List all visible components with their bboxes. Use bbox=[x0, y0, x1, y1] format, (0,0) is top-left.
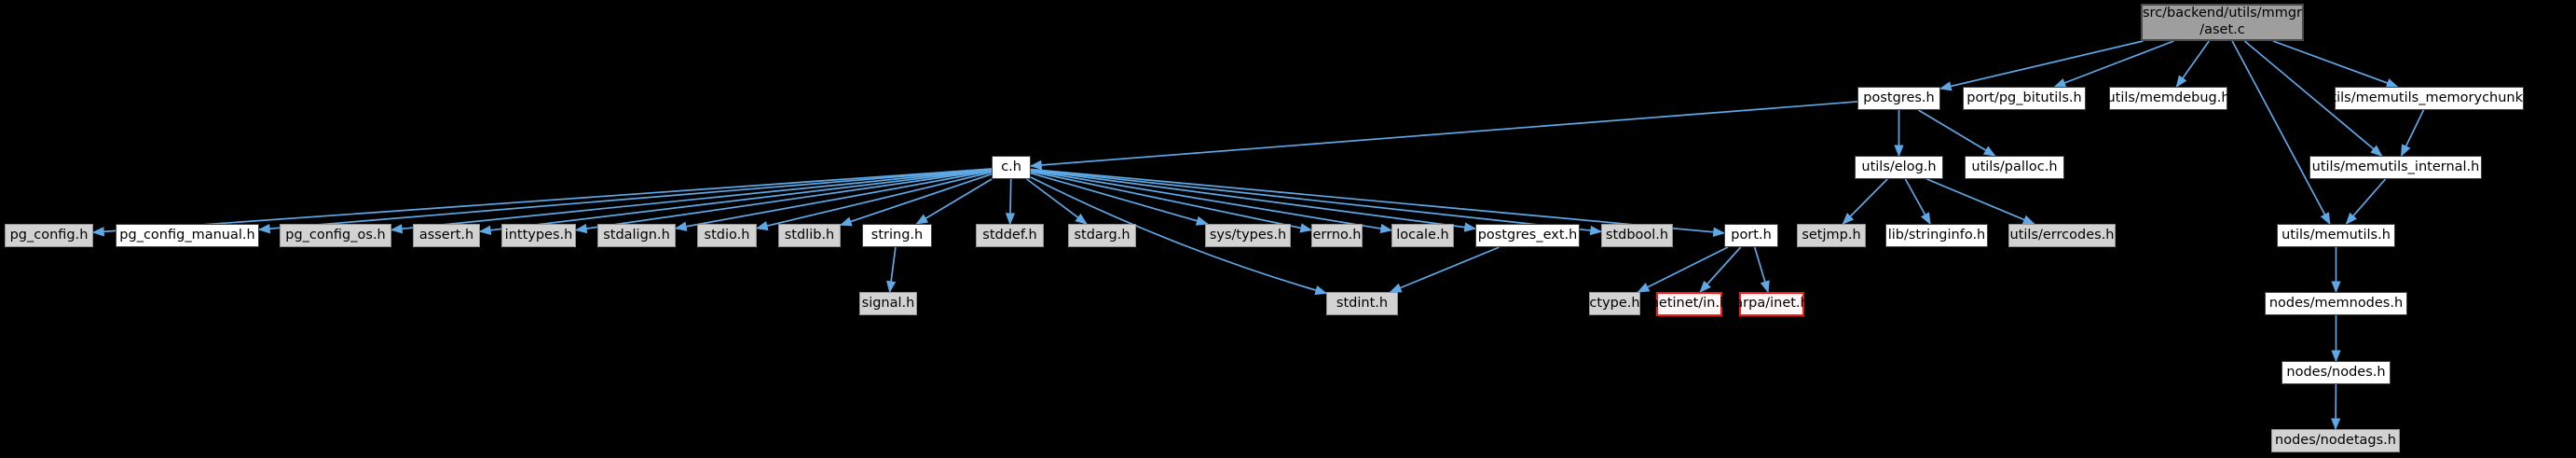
node-netinet[interactable]: netinet/in.h bbox=[1651, 292, 1728, 316]
node-memnodes[interactable]: nodes/memnodes.h bbox=[2265, 292, 2407, 315]
edge-c_h-stdint bbox=[1030, 176, 1328, 296]
node-setjmp[interactable]: setjmp.h bbox=[1797, 224, 1866, 247]
edge-c_h-sys_types bbox=[1030, 172, 1209, 226]
node-memutils_internal[interactable]: utils/memutils_internal.h bbox=[2309, 156, 2482, 179]
node-stdlib[interactable]: stdlib.h bbox=[778, 224, 841, 247]
node-pg_bitutils[interactable]: port/pg_bitutils.h bbox=[1963, 87, 2086, 110]
node-stdbool[interactable]: stdbool.h bbox=[1601, 224, 1673, 247]
node-stdalign[interactable]: stdalign.h bbox=[597, 224, 676, 247]
node-palloc[interactable]: utils/palloc.h bbox=[1965, 156, 2064, 179]
node-stdint[interactable]: stdint.h bbox=[1326, 292, 1398, 315]
node-stddef[interactable]: stddef.h bbox=[976, 224, 1044, 247]
node-nodes_h[interactable]: nodes/nodes.h bbox=[2281, 361, 2391, 384]
node-stringinfo[interactable]: lib/stringinfo.h bbox=[1885, 224, 1988, 247]
edge-c_h-locale bbox=[1030, 170, 1393, 234]
node-memorychunk[interactable]: utils/memutils_memorychunk.h bbox=[2323, 87, 2536, 110]
node-arpa[interactable]: arpa/inet.h bbox=[1734, 292, 1809, 316]
edge-postgres_h-c_h bbox=[1029, 101, 1858, 171]
node-pg_config_os[interactable]: pg_config_os.h bbox=[280, 224, 391, 247]
node-stdio[interactable]: stdio.h bbox=[697, 224, 757, 247]
node-port[interactable]: port.h bbox=[1724, 224, 1778, 247]
edge-aset-memutils_internal bbox=[2243, 40, 2383, 157]
node-string[interactable]: string.h bbox=[862, 224, 932, 247]
node-sys_types[interactable]: sys/types.h bbox=[1205, 224, 1291, 247]
node-postgres_h[interactable]: postgres.h bbox=[1857, 87, 1940, 110]
edge-c_h-stdalign bbox=[674, 170, 993, 231]
node-c_h[interactable]: c.h bbox=[992, 156, 1031, 179]
node-nodetags[interactable]: nodes/nodetags.h bbox=[2271, 429, 2400, 452]
edge-c_h-port bbox=[1030, 168, 1726, 237]
edge-aset-memorychunk bbox=[2272, 40, 2399, 88]
node-elog[interactable]: utils/elog.h bbox=[1855, 156, 1943, 179]
node-memdebug[interactable]: utils/memdebug.h bbox=[2106, 87, 2230, 110]
edge-aset-memutils bbox=[2231, 40, 2331, 226]
edge-c_h-pg_config_os bbox=[390, 168, 993, 234]
edge-port-ctype bbox=[1637, 246, 1729, 293]
edge-postgres_h-palloc bbox=[1918, 109, 1996, 157]
edge-c_h-stddef bbox=[1005, 178, 1016, 226]
edge-c_h-pg_config_manual bbox=[257, 168, 993, 234]
edge-string-signal bbox=[885, 246, 897, 294]
node-inttypes[interactable]: inttypes.h bbox=[501, 224, 576, 247]
edge-port-arpa bbox=[1753, 246, 1770, 294]
edge-c_h-assert bbox=[478, 169, 993, 235]
edge-aset-pg_bitutils bbox=[2053, 40, 2174, 88]
edge-c_h-string bbox=[915, 178, 993, 225]
edge-c_h-inttypes bbox=[574, 169, 993, 234]
node-ctype[interactable]: ctype.h bbox=[1589, 292, 1640, 315]
node-memutils[interactable]: utils/memutils.h bbox=[2277, 224, 2395, 247]
edge-memorychunk-memutils_internal bbox=[2400, 109, 2425, 158]
node-locale[interactable]: locale.h bbox=[1391, 224, 1454, 247]
edge-elog-errcodes bbox=[1926, 178, 2035, 225]
edge-c_h-stdbool bbox=[1030, 168, 1603, 236]
node-assert[interactable]: assert.h bbox=[413, 224, 480, 247]
edge-c_h-stdio bbox=[755, 171, 993, 231]
node-signal[interactable]: signal.h bbox=[859, 292, 917, 315]
edge-elog-stringinfo bbox=[1904, 178, 1931, 226]
edge-c_h-errno bbox=[1030, 171, 1313, 233]
node-pg_config[interactable]: pg_config.h bbox=[5, 224, 93, 247]
edge-aset-memdebug bbox=[2175, 40, 2210, 89]
edge-c_h-postgres_ext bbox=[1030, 169, 1477, 232]
edge-c_h-stdlib bbox=[839, 173, 993, 227]
edge-postgres_ext-stdint bbox=[1389, 246, 1500, 293]
edge-elog-setjmp bbox=[1842, 178, 1888, 225]
node-postgres_ext[interactable]: postgres_ext.h bbox=[1475, 224, 1580, 247]
edge-c_h-stdarg bbox=[1026, 178, 1088, 225]
node-aset[interactable]: src/backend/utils/mmgr /aset.c bbox=[2141, 4, 2304, 41]
edge-memutils_internal-memutils bbox=[2345, 178, 2387, 225]
node-errno[interactable]: errno.h bbox=[1311, 224, 1363, 247]
node-errcodes[interactable]: utils/errcodes.h bbox=[2008, 224, 2116, 247]
edge-port-netinet bbox=[1699, 246, 1742, 293]
node-pg_config_manual[interactable]: pg_config_manual.h bbox=[116, 224, 259, 247]
node-stdarg[interactable]: stdarg.h bbox=[1068, 224, 1136, 247]
edge-c_h-pg_config bbox=[91, 168, 993, 237]
edge-aset-postgres_h bbox=[1939, 40, 2144, 91]
